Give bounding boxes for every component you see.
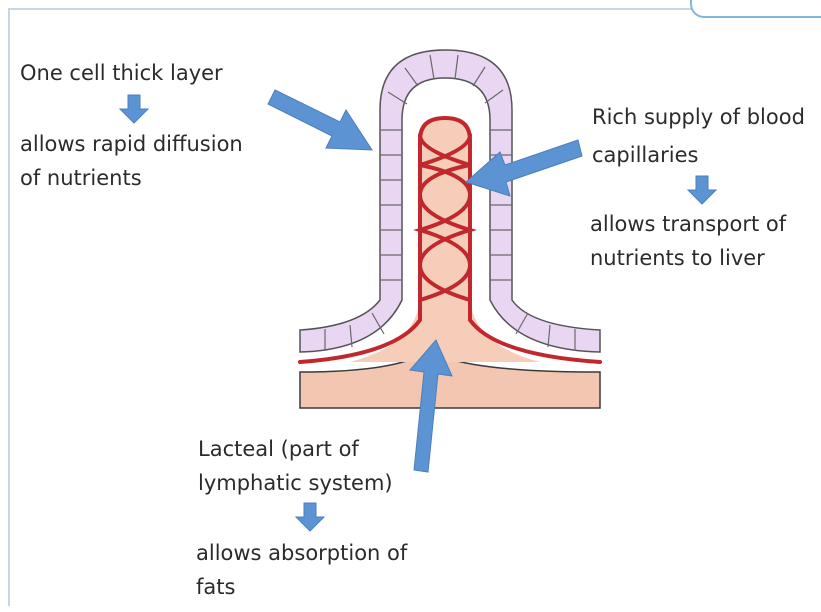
label-cell-layer: One cell thick layer (20, 58, 223, 88)
label-lacteal-effect-1: allows absorption of (196, 538, 407, 568)
label-capillaries-1: Rich supply of blood (592, 102, 805, 132)
label-capillaries-2: capillaries (592, 140, 698, 170)
label-cell-layer-effect-2: of nutrients (20, 163, 142, 193)
down-arrow-icon (688, 176, 716, 204)
label-lacteal-effect-2: fats (196, 572, 235, 602)
arrow-to-epithelium (268, 90, 372, 150)
arrow-to-capillaries (466, 140, 582, 196)
label-capillaries-effect-1: allows transport of (590, 209, 786, 239)
down-arrow-icon (296, 503, 324, 531)
label-lacteal-2: lymphatic system) (198, 468, 393, 498)
down-arrow-icon (120, 95, 148, 123)
label-lacteal-1: Lacteal (part of (198, 434, 359, 464)
label-cell-layer-effect-1: allows rapid diffusion (20, 129, 243, 159)
label-capillaries-effect-2: nutrients to liver (590, 243, 765, 273)
